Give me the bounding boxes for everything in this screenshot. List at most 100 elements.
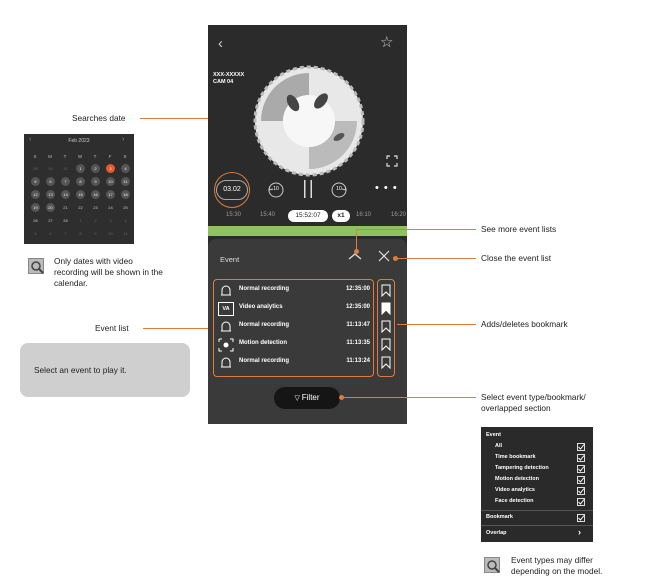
- fisheye-video[interactable]: [253, 65, 365, 177]
- list-item[interactable]: Normal recording 11:13:24: [218, 356, 370, 370]
- calendar-day[interactable]: 14: [61, 190, 70, 199]
- va-icon: VA: [218, 302, 234, 316]
- calendar-day[interactable]: 6: [46, 177, 55, 186]
- separator: [481, 510, 593, 511]
- filter-checkbox[interactable]: [577, 476, 585, 484]
- filter-label: Filter: [301, 393, 320, 402]
- calendar-day[interactable]: 9: [91, 177, 100, 186]
- bookmark-icon[interactable]: [381, 338, 391, 351]
- calendar-day[interactable]: 1: [76, 164, 85, 173]
- camera-name: CAM 04: [213, 79, 234, 85]
- calendar-day[interactable]: 17: [106, 190, 115, 199]
- calendar-day[interactable]: 18: [121, 190, 130, 199]
- list-item[interactable]: Normal recording 11:13:47: [218, 320, 370, 334]
- calendar-day: 31: [63, 166, 68, 171]
- model-note: Event types may differ depending on the …: [511, 555, 603, 576]
- date-highlight-circle: [214, 172, 250, 208]
- filter-option: Video analytics: [495, 487, 535, 493]
- filter-overlap[interactable]: Overlap: [486, 530, 507, 536]
- calendar-day[interactable]: 27: [48, 218, 53, 223]
- close-list-label: Close the event list: [481, 253, 552, 263]
- event-name: Motion detection: [239, 340, 287, 346]
- calendar-day[interactable]: 8: [76, 177, 85, 186]
- calendar-day: 6: [49, 231, 52, 236]
- close-dot: [393, 256, 398, 261]
- chevron-right-icon[interactable]: ›: [578, 527, 581, 537]
- seek-forward-button[interactable]: 10: [329, 180, 349, 200]
- calendar-day: 30: [48, 166, 53, 171]
- event-list-label: Event list: [95, 323, 129, 333]
- more-icon[interactable]: • • •: [375, 182, 398, 194]
- calendar-day[interactable]: 2: [91, 164, 100, 173]
- calendar-day[interactable]: 3: [106, 164, 115, 173]
- fullscreen-icon[interactable]: [386, 155, 398, 167]
- bookmark-icon[interactable]: [381, 284, 391, 297]
- seek-back-button[interactable]: 10: [266, 180, 286, 200]
- pause-icon[interactable]: [302, 178, 314, 200]
- calendar-weekday: M: [48, 154, 52, 159]
- calendar-day[interactable]: 15: [76, 190, 85, 199]
- calendar-day[interactable]: 13: [46, 190, 55, 199]
- camera-id: XXX-XXXXX: [213, 72, 245, 78]
- speed-button[interactable]: x1: [332, 210, 350, 222]
- event-time: 11:13:24: [346, 358, 370, 364]
- chevron-up-icon[interactable]: [347, 251, 363, 261]
- calendar-day[interactable]: 22: [78, 205, 83, 210]
- bookmark-filled-icon[interactable]: [381, 302, 391, 315]
- timeline[interactable]: 15:30 15:40 15:52:07 x1 16:10 16:20: [208, 208, 407, 224]
- calendar-prev-icon[interactable]: ‹: [29, 136, 32, 143]
- calendar-day[interactable]: 10: [106, 177, 115, 186]
- filter-button[interactable]: ▽ Filter: [274, 387, 340, 409]
- event-time: 11:13:47: [346, 322, 370, 328]
- calendar-day[interactable]: 7: [61, 177, 70, 186]
- calendar-day: 11: [123, 231, 128, 236]
- filter-checkbox[interactable]: [577, 498, 585, 506]
- calendar-day[interactable]: 28: [63, 218, 68, 223]
- calendar-day[interactable]: 23: [93, 205, 98, 210]
- calendar-weekday: T: [93, 154, 97, 159]
- calendar-day[interactable]: 25: [123, 205, 128, 210]
- star-icon[interactable]: ☆: [380, 34, 394, 51]
- list-item[interactable]: Motion detection 11:13:35: [218, 338, 370, 352]
- calendar-day: 10: [108, 231, 113, 236]
- filter-option: Tampering detection: [495, 465, 549, 471]
- event-list: Normal recording 12:35:00 VA Video analy…: [213, 279, 374, 377]
- bookmark-icon[interactable]: [381, 356, 391, 369]
- see-more-dot: [354, 249, 359, 254]
- calendar-day[interactable]: 16: [91, 190, 100, 199]
- event-name: Video analytics: [239, 304, 283, 310]
- close-icon[interactable]: [378, 250, 390, 262]
- calendar-day[interactable]: 24: [108, 205, 113, 210]
- calendar-day[interactable]: 26: [33, 218, 38, 223]
- calendar-next-icon[interactable]: ›: [122, 136, 125, 143]
- calendar-day[interactable]: 20: [46, 203, 55, 212]
- filter-checkbox[interactable]: [577, 487, 585, 495]
- calendar-day: 3: [109, 218, 112, 223]
- list-item[interactable]: VA Video analytics 12:35:00: [218, 302, 370, 316]
- bookmark-checkbox[interactable]: [577, 514, 585, 522]
- event-panel: Event Normal recording 12:35:00 VA Video…: [208, 239, 407, 424]
- tip-box: Select an event to play it.: [20, 343, 190, 397]
- list-item[interactable]: Normal recording 12:35:00: [218, 284, 370, 298]
- bell-icon: [221, 285, 231, 296]
- bookmark-icon[interactable]: [381, 320, 391, 333]
- timeline-tick: 16:20: [391, 212, 407, 218]
- bookmark-line: [397, 324, 476, 326]
- filter-checkbox[interactable]: [577, 465, 585, 473]
- searches-date-line: [140, 118, 232, 120]
- calendar-day[interactable]: 11: [121, 177, 130, 186]
- event-name: Normal recording: [239, 322, 290, 328]
- calendar-day[interactable]: 4: [121, 164, 130, 173]
- back-icon[interactable]: ‹: [218, 35, 223, 52]
- calendar-day[interactable]: 12: [31, 190, 40, 199]
- filter-line: [342, 397, 476, 399]
- calendar-day[interactable]: 5: [31, 177, 40, 186]
- filter-checkbox[interactable]: [577, 454, 585, 462]
- filter-checkbox[interactable]: [577, 443, 585, 451]
- see-more-label: See more event lists: [481, 224, 557, 234]
- calendar-day[interactable]: 21: [63, 205, 68, 210]
- calendar-day: 9: [94, 231, 97, 236]
- calendar-day[interactable]: 19: [31, 203, 40, 212]
- filter-option: Motion detection: [495, 476, 539, 482]
- filter-bookmark: Bookmark: [486, 514, 513, 520]
